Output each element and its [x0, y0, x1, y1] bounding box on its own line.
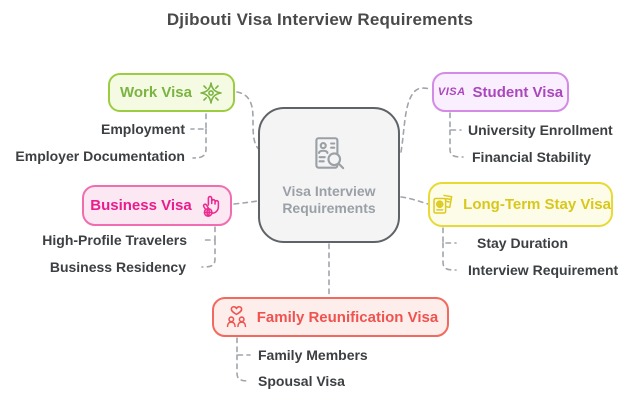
connector-longterm-children [442, 227, 457, 271]
leaf-stay-duration: Stay Duration [477, 235, 569, 251]
node-business-visa: Business Visa [82, 185, 232, 226]
diagram-title: Djibouti Visa Interview Requirements [166, 10, 474, 29]
leaf-employment: Employment [100, 121, 185, 137]
connector-center-to-student [400, 87, 432, 153]
node-long-term-stay-visa: Long-Term Stay Visa [428, 182, 613, 227]
node-family-reunification-visa: Family Reunification Visa [212, 297, 449, 337]
node-work-visa: Work Visa [108, 73, 235, 112]
connector-work-children [190, 113, 207, 159]
center-node-label-line2: Requirements [282, 200, 376, 216]
connector-family-children [236, 337, 251, 382]
leaf-high-profile-travelers: High-Profile Travelers [42, 232, 187, 248]
work-visa-label: Work Visa [120, 84, 192, 101]
leaf-financial-stability: Financial Stability [472, 149, 592, 165]
sparkle-star-icon [200, 81, 222, 104]
center-node-label: Visa Interview Requirements [282, 183, 375, 218]
center-node-label-line1: Visa Interview [282, 182, 376, 199]
business-visa-label: Business Visa [90, 197, 192, 214]
leaf-family-members: Family Members [258, 347, 368, 363]
family-reunification-visa-label: Family Reunification Visa [256, 308, 439, 326]
connector-work-to-center [236, 91, 262, 152]
family-heart-icon [226, 305, 246, 327]
long-term-stay-visa-label: Long-Term Stay Visa [463, 196, 611, 213]
student-visa-label: Student Visa [472, 83, 564, 101]
leaf-interview-requirement: Interview Requirement [468, 262, 619, 278]
connector-student-children [449, 112, 464, 158]
node-student-visa: VISA Student Visa [432, 72, 569, 112]
center-node: Visa Interview Requirements [258, 107, 400, 243]
connector-business-children [200, 226, 216, 268]
document-search-icon [315, 136, 345, 169]
leaf-employer-documentation: Employer Documentation [15, 148, 185, 164]
connector-center-to-longterm [400, 196, 429, 205]
leaf-university-enrollment: University Enrollment [468, 122, 613, 138]
visa-wordmark-icon: VISA [437, 86, 466, 98]
leaf-spousal-visa: Spousal Visa [258, 373, 345, 389]
connector-business-to-center [233, 200, 259, 205]
passport-ticket-icon [433, 194, 453, 214]
hand-click-globe-icon [202, 195, 219, 217]
leaf-business-residency: Business Residency [49, 259, 186, 275]
